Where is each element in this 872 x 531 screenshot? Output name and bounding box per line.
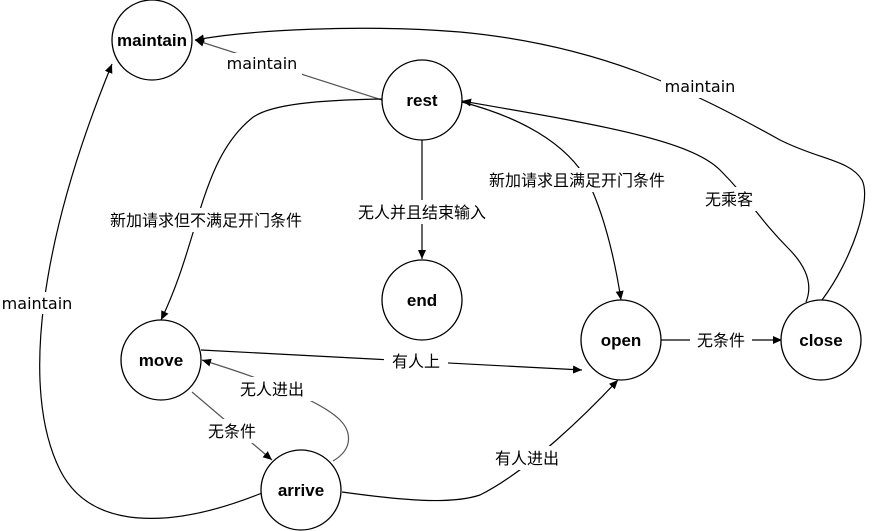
state-rest[interactable]: rest <box>381 59 463 141</box>
state-open[interactable]: open <box>580 299 662 381</box>
state-arrive[interactable]: arrive <box>260 449 342 531</box>
state-rest-label: rest <box>406 91 438 110</box>
edge-arrive-to-open <box>341 379 619 502</box>
label-arrive-to-open: 有人进出 <box>495 449 559 468</box>
state-move-label: move <box>139 351 183 370</box>
label-move-to-open: 有人上 <box>392 352 440 371</box>
edge-arrive-to-move <box>201 358 350 462</box>
label-rest-to-maintain: maintain <box>227 54 298 73</box>
edge-close-to-rest <box>461 98 810 303</box>
edge-arrive-to-maintain <box>39 63 263 519</box>
state-maintain-label: maintain <box>117 31 187 50</box>
label-arrive-to-move: 无人进出 <box>240 380 304 399</box>
state-move[interactable]: move <box>120 319 202 401</box>
state-close[interactable]: close <box>780 299 862 381</box>
label-close-to-maintain: maintain <box>665 77 736 96</box>
edge-labels: maintain maintain maintain 新加请求但不满足开门条件 … <box>0 53 761 470</box>
state-end[interactable]: end <box>381 259 463 341</box>
nodes: maintain rest end move open close arrive <box>111 0 862 531</box>
state-maintain[interactable]: maintain <box>111 0 193 81</box>
label-arrive-to-maintain: maintain <box>2 294 73 313</box>
edge-rest-to-move <box>160 98 383 321</box>
label-move-to-arrive: 无条件 <box>208 422 256 441</box>
label-rest-to-open: 新加请求且满足开门条件 <box>489 171 665 190</box>
state-end-label: end <box>407 291 437 310</box>
label-rest-to-move: 新加请求但不满足开门条件 <box>110 211 302 230</box>
state-arrive-label: arrive <box>278 481 324 500</box>
state-open-label: open <box>601 331 642 350</box>
label-close-to-rest: 无乘客 <box>705 190 753 209</box>
label-rest-to-end: 无人并且结束输入 <box>358 203 486 222</box>
label-open-to-close: 无条件 <box>697 331 745 350</box>
state-close-label: close <box>799 331 842 350</box>
